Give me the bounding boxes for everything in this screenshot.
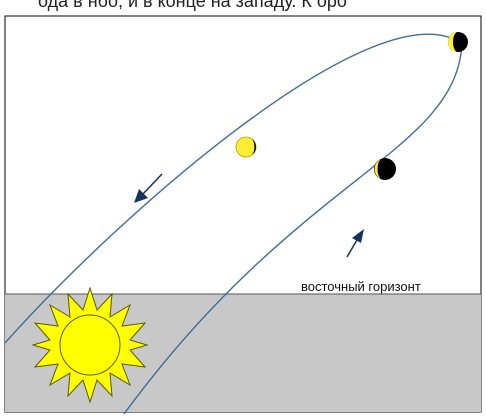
caption-fragment: ода в нбо, и в конце на западу. К оро <box>38 0 347 11</box>
east-horizon-label: восточный горизонт <box>301 279 421 294</box>
moon-path-diagram: восточный горизонт <box>0 14 486 415</box>
moon-path-east <box>123 43 463 415</box>
moon-path-west <box>4 33 463 344</box>
moon-top-right-icon <box>448 32 468 52</box>
sun-icon <box>31 286 149 404</box>
moon-right-icon <box>374 158 396 180</box>
east-direction-arrow-icon <box>346 229 364 258</box>
cropped-caption-text: ода в нбо, и в конце на западу. К оро <box>0 0 486 16</box>
west-direction-arrow-icon <box>134 173 163 203</box>
diagram-canvas <box>4 15 482 415</box>
moon-middle-icon <box>235 136 257 158</box>
